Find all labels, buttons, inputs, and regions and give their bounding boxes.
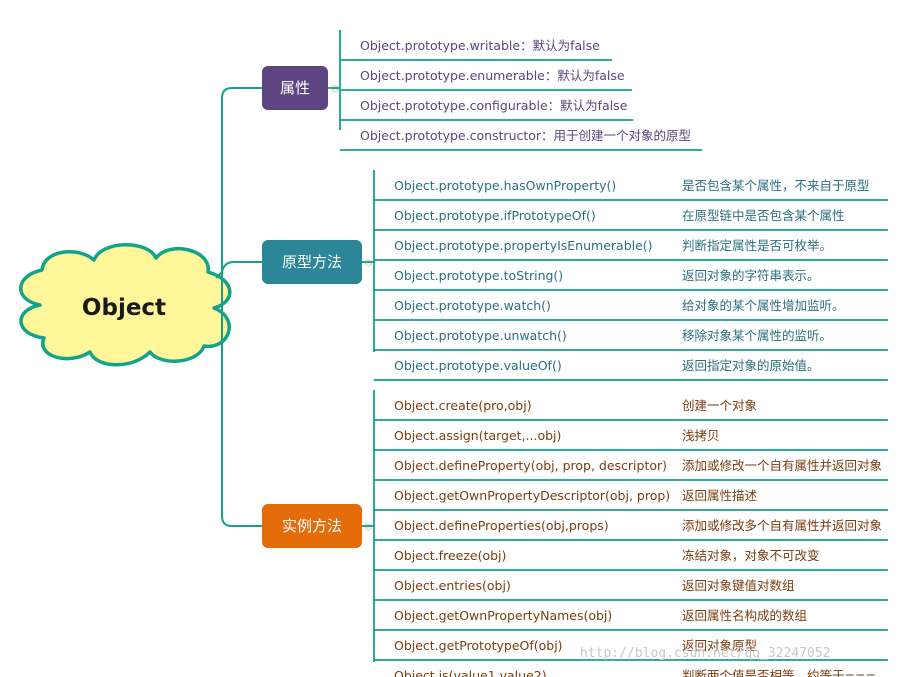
node-item[interactable]: Object.is(value1,value2) 判断两个值是否相等，约等于=== xyxy=(374,668,888,677)
node-item-name: Object.prototype.watch() xyxy=(394,298,551,313)
node-item[interactable]: Object.prototype.writable：默认为false xyxy=(340,38,612,61)
trunk-line-middle xyxy=(215,261,262,279)
node-item-name: Object.defineProperties(obj,props) xyxy=(394,518,609,533)
node-item[interactable]: Object.assign(target,...obj) 浅拷贝 xyxy=(374,428,888,451)
branch-prototype-methods-box[interactable] xyxy=(262,240,362,284)
node-item[interactable]: Object.prototype.watch() 给对象的某个属性增加监听。 xyxy=(374,298,888,321)
node-item[interactable]: Object.getPrototypeOf(obj) 返回对象原型 xyxy=(374,638,888,661)
node-item[interactable]: Object.prototype.valueOf() 返回指定对象的原始值。 xyxy=(374,358,888,381)
root-node[interactable]: Object xyxy=(19,243,232,367)
node-item-description: 添加或修改多个自有属性并返回对象 xyxy=(682,518,882,533)
node-item-name: Object.getOwnPropertyDescriptor(obj, pro… xyxy=(394,488,670,503)
node-item-name: Object.prototype.toString() xyxy=(394,268,563,283)
branch-prototype-methods: 原型方法 ⊖ Object.prototype.hasOwnProperty()… xyxy=(262,170,888,381)
node-item-name: Object.freeze(obj) xyxy=(394,548,506,563)
node-item-description: 返回对象的字符串表示。 xyxy=(682,268,820,283)
root-connectors xyxy=(215,87,262,527)
node-item-description: 添加或修改一个自有属性并返回对象 xyxy=(682,458,882,473)
node-item-name: Object.prototype.unwatch() xyxy=(394,328,567,343)
node-item[interactable]: Object.prototype.propertyIsEnumerable() 判… xyxy=(374,238,888,261)
node-item-description: 返回属性名构成的数组 xyxy=(682,608,807,623)
root-label: Object xyxy=(82,295,166,321)
node-item-name: Object.prototype.propertyIsEnumerable() xyxy=(394,238,653,253)
node-item[interactable]: Object.getOwnPropertyDescriptor(obj, pro… xyxy=(374,488,888,511)
node-item[interactable]: Object.getOwnPropertyNames(obj) 返回属性名构成的数… xyxy=(374,608,888,631)
node-item-name: Object.create(pro,obj) xyxy=(394,398,532,413)
branch-properties: 属性 ⊖ Object.prototype.writable：默认为falseO… xyxy=(262,30,702,151)
node-item[interactable]: Object.create(pro,obj) 创建一个对象 xyxy=(374,398,888,421)
node-item-description: 移除对象某个属性的监听。 xyxy=(682,328,832,343)
branch-instance-methods: 实例方法 ⊖ Object.create(pro,obj)创建一个对象Objec… xyxy=(262,390,888,677)
collapse-toggle-icon[interactable]: ⊖ xyxy=(364,522,372,533)
root-cloud-shape xyxy=(19,243,232,367)
node-item[interactable]: Object.defineProperty(obj, prop, descrip… xyxy=(374,458,888,481)
node-item-description: 给对象的某个属性增加监听。 xyxy=(682,298,845,313)
node-item-name: Object.prototype.hasOwnProperty() xyxy=(394,178,616,193)
node-item-description: 返回对象键值对数组 xyxy=(682,578,795,593)
branch-prototype-methods-label: 原型方法 xyxy=(282,253,342,271)
node-item[interactable]: Object.prototype.unwatch() 移除对象某个属性的监听。 xyxy=(374,328,888,351)
node-item-description: 返回对象原型 xyxy=(682,638,757,653)
node-item-description: 创建一个对象 xyxy=(682,398,757,413)
node-item-name: Object.prototype.ifPrototypeOf() xyxy=(394,208,596,223)
node-item-description: 冻结对象，对象不可改变 xyxy=(682,548,820,563)
node-item[interactable]: Object.prototype.ifPrototypeOf() 在原型链中是否包… xyxy=(374,208,888,231)
node-item[interactable]: Object.entries(obj) 返回对象键值对数组 xyxy=(374,578,888,601)
trunk-line-top xyxy=(221,87,262,283)
collapse-toggle-icon[interactable]: ⊖ xyxy=(331,84,339,95)
branch-properties-box[interactable] xyxy=(262,66,328,110)
node-item-description: 是否包含某个属性，不来自于原型 xyxy=(682,178,870,193)
node-item[interactable]: Object.prototype.configurable：默认为false xyxy=(340,98,633,121)
node-item-description: 浅拷贝 xyxy=(682,428,720,443)
node-item[interactable]: Object.prototype.hasOwnProperty() 是否包含某个属… xyxy=(374,178,888,201)
node-item-name: Object.defineProperty(obj, prop, descrip… xyxy=(394,458,667,473)
branch-instance-methods-box[interactable] xyxy=(262,504,362,548)
node-item[interactable]: Object.prototype.toString() 返回对象的字符串表示。 xyxy=(374,268,888,291)
trunk-line-bottom xyxy=(221,283,262,527)
node-item-description: 判断指定属性是否可枚举。 xyxy=(682,238,832,253)
node-item[interactable]: Object.prototype.constructor：用于创建一个对象的原型 xyxy=(340,128,702,151)
node-item-description: 在原型链中是否包含某个属性 xyxy=(682,208,845,223)
collapse-toggle-icon[interactable]: ⊖ xyxy=(364,258,372,269)
node-item-name: Object.prototype.configurable：默认为false xyxy=(360,98,628,113)
node-item-name: Object.getPrototypeOf(obj) xyxy=(394,638,563,653)
branch-instance-methods-label: 实例方法 xyxy=(282,517,342,535)
node-item[interactable]: Object.prototype.enumerable：默认为false xyxy=(340,68,632,91)
node-item-name: Object.prototype.valueOf() xyxy=(394,358,562,373)
node-item-name: Object.prototype.enumerable：默认为false xyxy=(360,68,625,83)
watermark-text: http://blog.csdn.net/qq_32247052 xyxy=(580,646,831,661)
node-item-name: Object.is(value1,value2) xyxy=(394,668,547,677)
node-item[interactable]: Object.defineProperties(obj,props) 添加或修改多… xyxy=(374,518,888,541)
node-item-description: 判断两个值是否相等，约等于=== xyxy=(682,668,876,677)
branch-properties-label: 属性 xyxy=(280,79,310,97)
node-item-name: Object.prototype.writable：默认为false xyxy=(360,38,600,53)
node-item-name: Object.prototype.constructor：用于创建一个对象的原型 xyxy=(360,128,691,143)
node-item-name: Object.assign(target,...obj) xyxy=(394,428,561,443)
node-item-name: Object.entries(obj) xyxy=(394,578,511,593)
node-item-description: 返回属性描述 xyxy=(682,488,758,503)
node-item[interactable]: Object.freeze(obj) 冻结对象，对象不可改变 xyxy=(374,548,888,571)
node-item-name: Object.getOwnPropertyNames(obj) xyxy=(394,608,612,623)
node-item-description: 返回指定对象的原始值。 xyxy=(682,358,820,373)
